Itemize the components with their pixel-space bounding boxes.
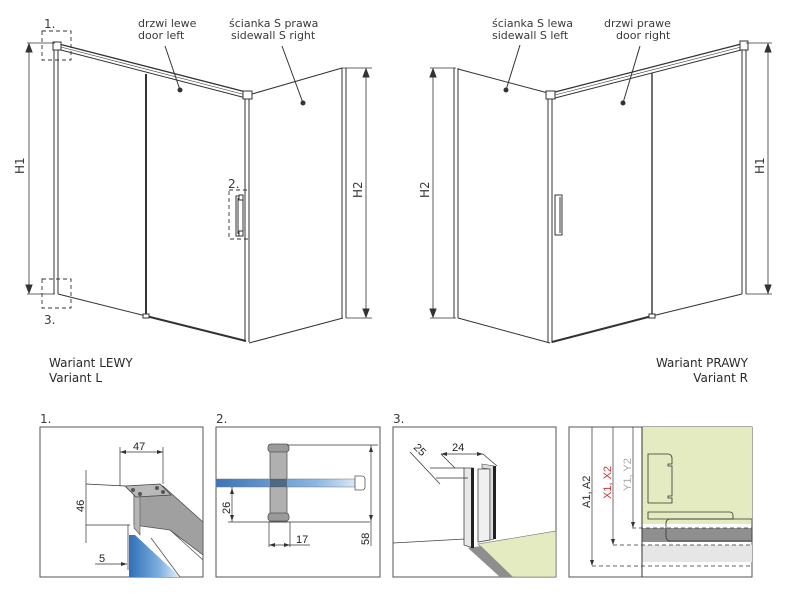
detail-marker-3: 3.	[44, 313, 55, 327]
detail-1-dim-glass: 5	[99, 553, 105, 565]
detail-4-label-x: X1, X2	[602, 466, 614, 499]
dim-h1-right: H1	[753, 157, 767, 174]
detail-2-dim-58: 58	[360, 533, 372, 545]
detail-4-label-a: A1, A2	[581, 476, 593, 508]
callout-door-right-en: door right	[616, 29, 671, 42]
detail-marker-2: 2.	[228, 177, 239, 191]
detail-4-profile-section	[568, 426, 753, 578]
callout-sidewall-left-en: sidewall S left	[492, 29, 569, 42]
callout-sidewall-right-en: sidewall S right	[231, 29, 316, 42]
detail-2-dim-26: 26	[221, 502, 233, 514]
detail-1-top-corner	[39, 426, 204, 578]
dim-h1-left: H1	[13, 157, 27, 174]
callout-sidewall-right-pl: ścianka S prawa	[229, 17, 318, 30]
detail-1-dim-height: 46	[75, 500, 87, 512]
detail-4-label-y: Y1, Y2	[622, 458, 634, 491]
detail-marker-1: 1.	[44, 17, 55, 31]
detail-1-number: 1.	[40, 412, 51, 426]
variant-right-pl: Wariant PRAWY	[655, 356, 748, 370]
variant-right-label: Wariant PRAWY Variant R	[656, 356, 748, 386]
variant-left-pl: Wariant LEWY	[49, 356, 133, 370]
callout-door-left-en: door left	[138, 29, 185, 42]
callout-door-left-pl: drzwi lewe	[138, 17, 197, 30]
detail-3-dim-24: 24	[452, 442, 464, 454]
variant-left-en: Variant L	[49, 371, 103, 385]
dim-h2-right: H2	[418, 181, 432, 198]
callout-sidewall-left-pl: ścianka S lewa	[492, 17, 573, 30]
detail-3-bottom-corner	[392, 426, 557, 578]
right-variant-drawing	[429, 40, 772, 344]
variant-right-en: Variant R	[693, 371, 748, 385]
detail-2-number: 2.	[216, 412, 227, 426]
dim-h2-left: H2	[351, 181, 365, 198]
detail-2-dim-17: 17	[296, 534, 308, 546]
detail-2-handle	[215, 426, 381, 578]
detail-1-dim-width: 47	[133, 441, 145, 453]
callout-door-right-pl: drzwi prawe	[604, 17, 671, 30]
detail-3-number: 3.	[393, 412, 404, 426]
left-variant-drawing	[25, 30, 372, 344]
variant-left-label: Wariant LEWY Variant L	[49, 356, 133, 386]
